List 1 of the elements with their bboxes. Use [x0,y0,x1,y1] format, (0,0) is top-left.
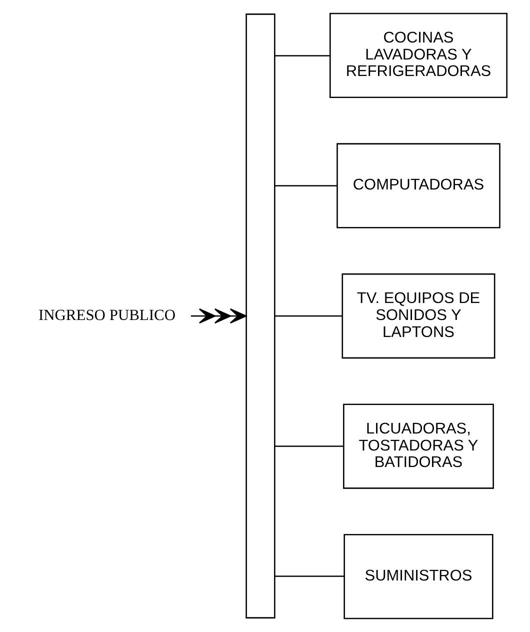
node-text: INGRESO PUBLICO [38,307,176,324]
